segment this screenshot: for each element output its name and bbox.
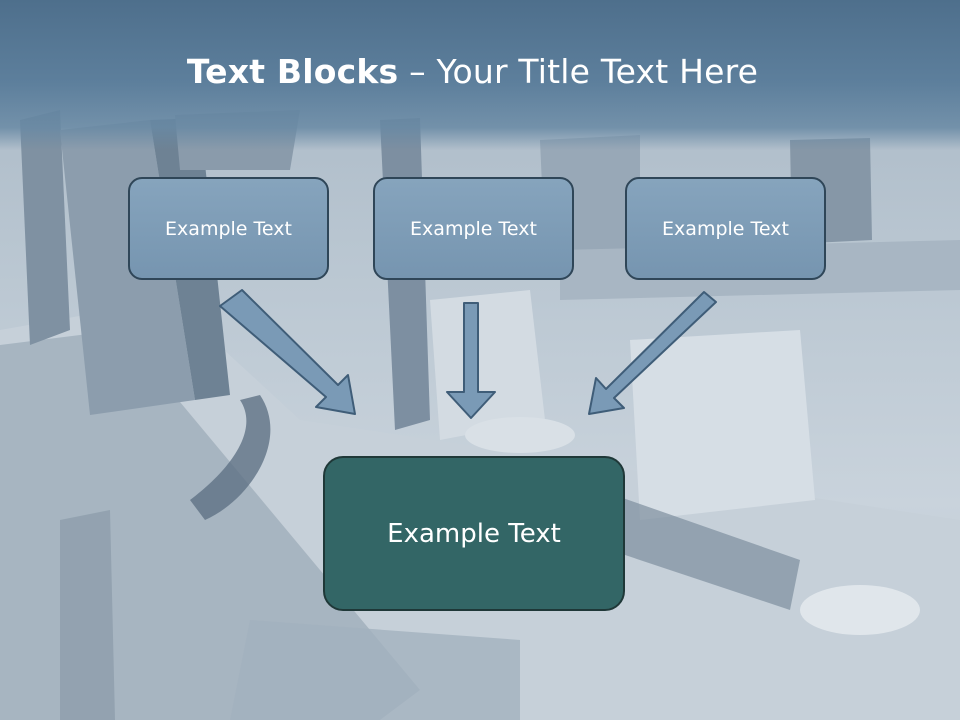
text-block-2[interactable]: Example Text bbox=[373, 177, 574, 280]
main-text-block-label: Example Text bbox=[387, 518, 561, 549]
title-rest-text: Your Title Text Here bbox=[436, 52, 759, 91]
main-text-block[interactable]: Example Text bbox=[323, 456, 625, 611]
arrow-down-icon bbox=[446, 302, 496, 419]
text-block-3-label: Example Text bbox=[662, 217, 789, 240]
arrow-right-icon bbox=[588, 291, 717, 415]
text-block-1[interactable]: Example Text bbox=[128, 177, 329, 280]
title-separator: – bbox=[398, 52, 437, 91]
text-block-2-label: Example Text bbox=[410, 217, 537, 240]
title-bar bbox=[0, 0, 960, 150]
text-block-1-label: Example Text bbox=[165, 217, 292, 240]
slide-title: Text Blocks – Your Title Text Here bbox=[0, 52, 945, 91]
text-block-3[interactable]: Example Text bbox=[625, 177, 826, 280]
arrow-left-icon bbox=[219, 289, 356, 415]
title-bold-text: Text Blocks bbox=[186, 52, 399, 91]
